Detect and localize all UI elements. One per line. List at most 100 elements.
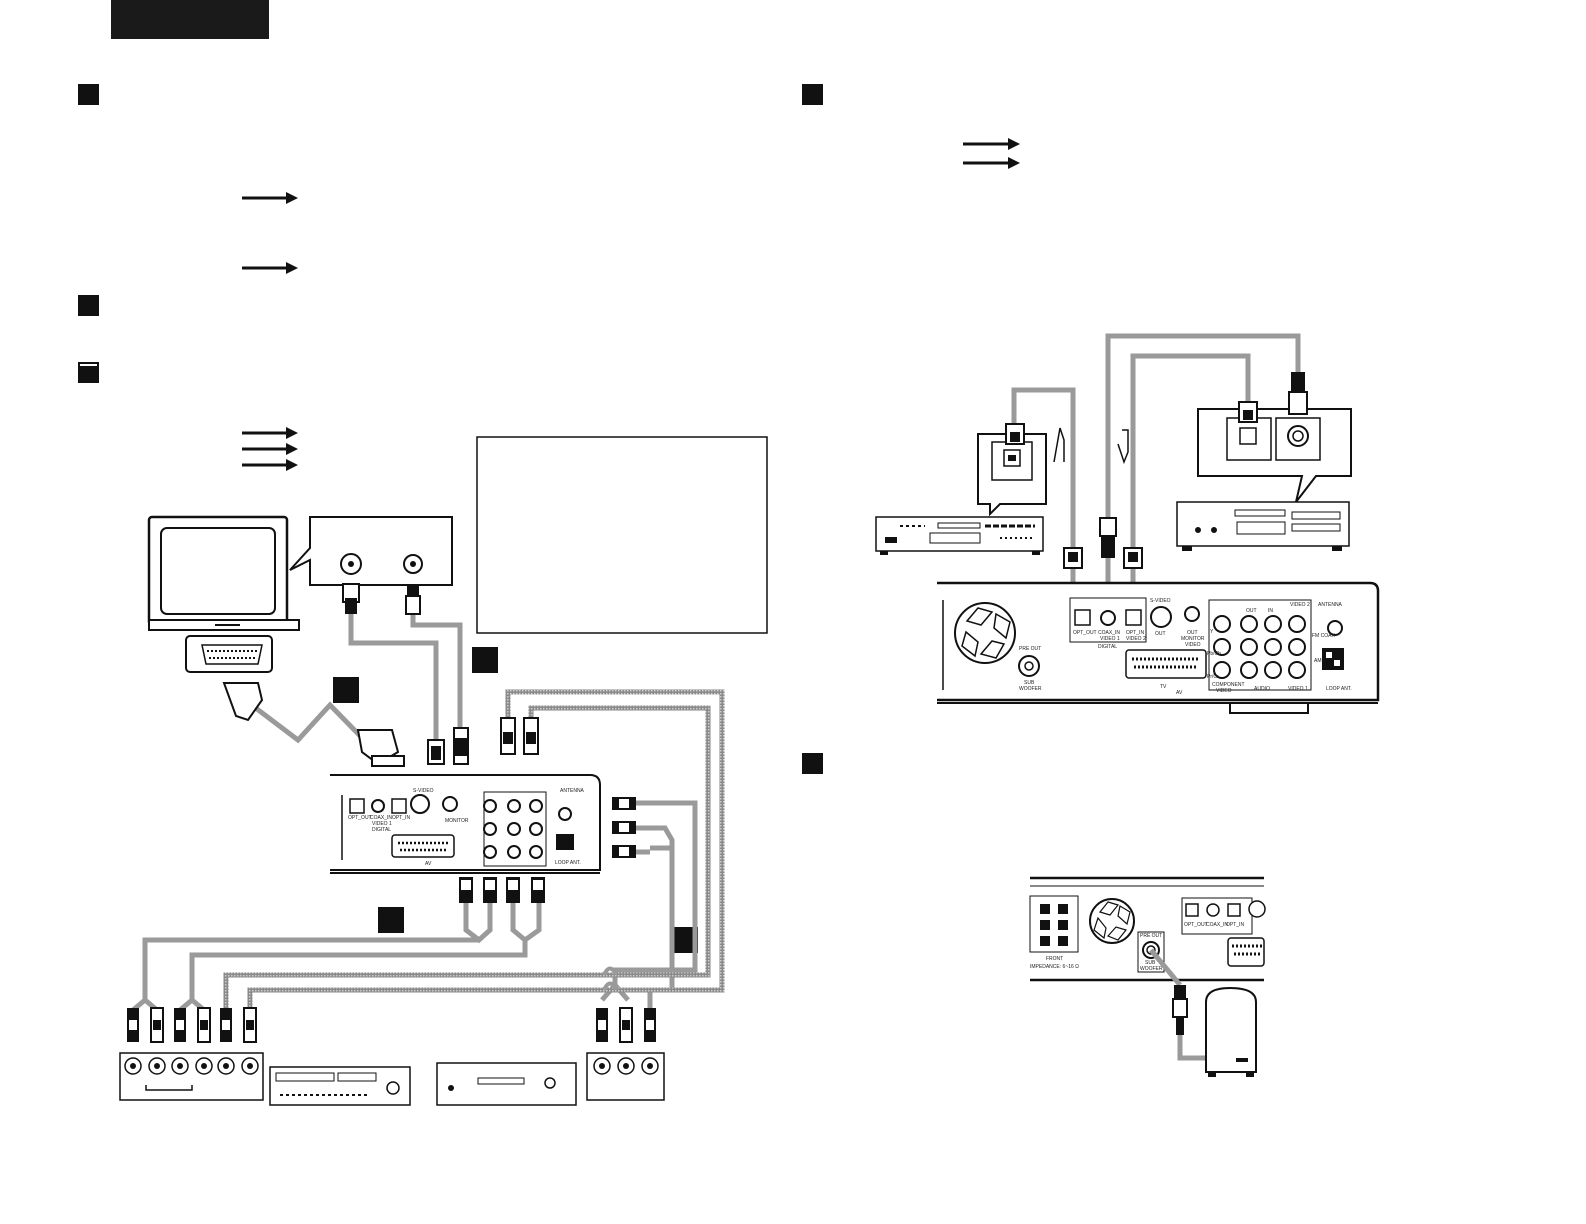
label-opt-out-s: OPT_OUT xyxy=(1184,922,1208,928)
label-pb-cb: Pb/Cb xyxy=(1207,651,1221,657)
section-marker-inner xyxy=(80,364,97,366)
tv-input-callout xyxy=(289,516,453,586)
optical-plug-icon xyxy=(1238,401,1258,423)
note-box xyxy=(476,436,768,634)
fan-icon xyxy=(954,602,1016,664)
arrow-right-icon xyxy=(242,459,298,471)
label-video-r: VIDEO xyxy=(1185,642,1201,648)
arrow-right-icon xyxy=(963,157,1020,169)
rca-plug-icon xyxy=(612,797,636,810)
label-sub: SUB xyxy=(1024,680,1035,686)
scart-connector-icon xyxy=(185,635,273,673)
label-opt-in-s: OPT_IN xyxy=(1226,922,1244,928)
rca-plug-icon xyxy=(483,877,497,903)
label-loop-ant: LOOP ANT. xyxy=(555,860,581,866)
rca-plug-icon xyxy=(596,1008,608,1042)
label-opt-in-r: OPT_IN xyxy=(1126,630,1144,636)
label-digital: DIGITAL xyxy=(372,827,391,833)
label-av-r: AV xyxy=(1176,690,1183,696)
rca-plug-icon xyxy=(531,877,545,903)
label-coax-in: COAX_IN xyxy=(370,815,392,821)
label-monitor: MONITOR xyxy=(445,818,469,824)
label-out-r: OUT xyxy=(1155,631,1166,637)
label-loop-ant-r: LOOP ANT. xyxy=(1326,686,1352,692)
rca-plug-icon xyxy=(612,845,636,858)
arrow-right-icon xyxy=(242,262,298,274)
label-coax-in-r: COAX_IN xyxy=(1098,630,1120,636)
label-video1-col: VIDEO 1 xyxy=(1288,686,1308,692)
rca-plug-icon xyxy=(644,1008,656,1042)
rca-plug-icon xyxy=(500,717,516,755)
label-s-video: S-VIDEO xyxy=(413,788,434,794)
cd-output-callout xyxy=(977,433,1047,517)
recorder-device xyxy=(1176,501,1350,551)
section-marker-icon xyxy=(802,84,823,105)
header-tab xyxy=(111,0,269,39)
subwoofer-cable xyxy=(1149,948,1206,1061)
recorder-io-callout xyxy=(1197,408,1352,503)
coax-plug-icon xyxy=(1288,372,1308,415)
section-marker-icon xyxy=(333,677,359,703)
vcr-device xyxy=(269,1066,411,1106)
label-video2-col: VIDEO 2 xyxy=(1290,602,1310,608)
label-woofer: WOOFER xyxy=(1019,686,1042,692)
label-antenna-r: ANTENNA xyxy=(1318,602,1343,608)
rca-plug-icon xyxy=(220,1008,232,1042)
section-marker-icon xyxy=(78,362,99,383)
tv-set xyxy=(147,515,300,631)
label-y: Y xyxy=(1210,629,1214,635)
fan-icon xyxy=(1089,898,1135,944)
label-audio: AUDIO xyxy=(1254,686,1270,692)
label-video2-r: VIDEO 2 xyxy=(1126,636,1146,642)
rca-plug-icon xyxy=(243,1007,257,1043)
s-video-plug-icon xyxy=(342,583,360,614)
optical-plug-icon xyxy=(1005,423,1025,445)
label-coax-video1: VIDEO 1 xyxy=(372,821,392,827)
rca-plug-icon xyxy=(127,1008,139,1042)
receiver-rear-panel-sub: FRONT IMPEDANCE: 6~16 Ω PRE OUT SUB WOOF… xyxy=(1029,876,1266,982)
label-monitor-out: OUT xyxy=(1187,630,1198,636)
optical-plug-icon xyxy=(1063,547,1083,569)
label-pr-cr: Pr/Cr xyxy=(1207,674,1219,680)
label-opt-in: OPT_IN xyxy=(392,815,410,821)
s-video-plug-icon xyxy=(427,739,445,765)
label-digital-r: DIGITAL xyxy=(1098,644,1117,650)
receiver-rear-panel-left: OPT_OUT COAX_IN VIDEO 1 OPT_IN DIGITAL S… xyxy=(330,774,601,874)
label-antenna: ANTENNA xyxy=(560,788,585,794)
rca-plug-icon xyxy=(506,877,520,903)
rca-plug-icon xyxy=(1172,985,1188,1035)
digital-cables-right xyxy=(1011,333,1301,600)
rca-plug-icon xyxy=(523,717,539,755)
label-video1-r: VIDEO 1 xyxy=(1100,636,1120,642)
label-sub-s: SUB xyxy=(1145,960,1156,966)
section-marker-icon xyxy=(802,753,823,774)
label-out-v1: OUT xyxy=(1246,608,1257,614)
label-component-video: VIDEO xyxy=(1216,688,1232,694)
rca-plug-icon xyxy=(453,727,469,765)
section-marker-icon xyxy=(78,84,99,105)
label-component: COMPONENT xyxy=(1212,682,1245,688)
rca-plug-icon xyxy=(612,821,636,834)
arrow-right-icon xyxy=(242,443,298,455)
label-in-v1: IN xyxy=(1268,608,1273,614)
rca-plug-icon xyxy=(150,1007,164,1043)
rca-plug-icon xyxy=(405,584,421,615)
arrow-right-icon xyxy=(242,427,298,439)
arrow-right-icon xyxy=(242,192,298,204)
coax-plug-icon xyxy=(1099,517,1117,558)
dotted-cables-left xyxy=(223,689,725,1010)
optical-plug-icon xyxy=(1123,547,1143,569)
rca-plug-icon xyxy=(174,1008,186,1042)
cable-crossings xyxy=(602,966,618,991)
component-input-panel xyxy=(119,1052,264,1101)
label-pre-out: PRE OUT xyxy=(1019,646,1041,652)
label-opt-out: OPT_OUT xyxy=(348,815,372,821)
rca-plug-icon xyxy=(459,877,473,903)
scart-plug-icon xyxy=(222,682,405,767)
label-am: AM xyxy=(1314,658,1322,664)
label-impedance: IMPEDANCE: 6~16 Ω xyxy=(1030,964,1079,970)
label-opt-out-r: OPT_OUT xyxy=(1073,630,1097,636)
subwoofer-device xyxy=(1205,986,1257,1077)
